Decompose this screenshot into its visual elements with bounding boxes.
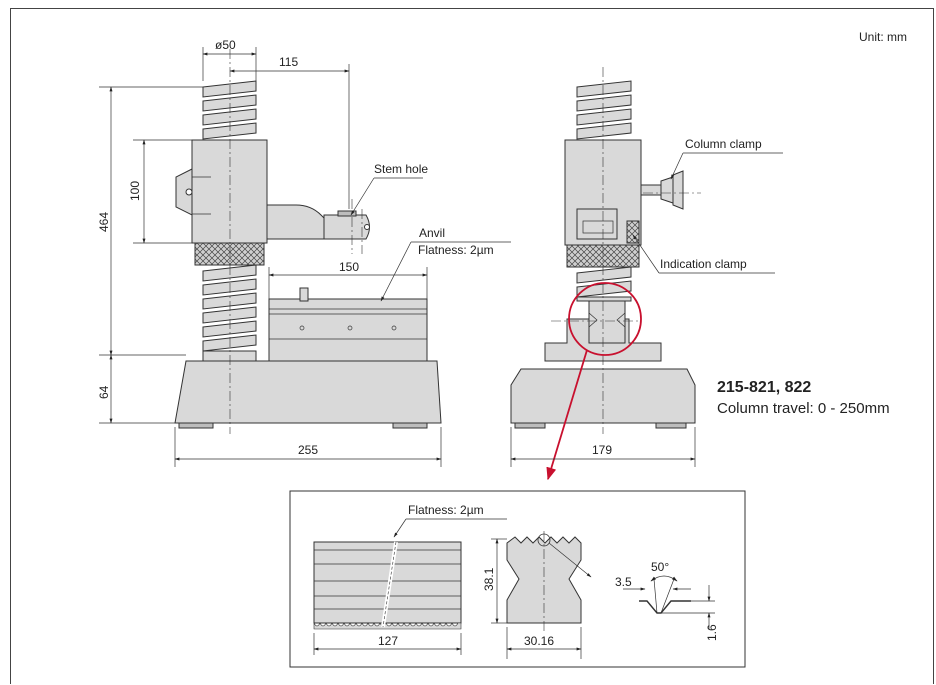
indication-window xyxy=(576,208,618,240)
unit-label: Unit: mm xyxy=(859,30,907,44)
anvil-label: Anvil xyxy=(419,226,445,240)
anvil-screw-3 xyxy=(391,325,397,331)
dim-anvil-width: 150 xyxy=(339,260,359,274)
dim-base-width: 255 xyxy=(298,443,318,457)
stem-hole-label: Stem hole xyxy=(374,162,428,176)
column-clamp-label: Column clamp xyxy=(685,137,762,151)
anvil-screw-2 xyxy=(347,325,353,331)
front-base xyxy=(174,360,442,424)
anvil-screw-1 xyxy=(299,325,305,331)
column-clamp-knob xyxy=(660,176,674,204)
indication-clamp-label: Indication clamp xyxy=(660,257,747,271)
dim-height-total: 464 xyxy=(97,212,111,232)
anvil-block xyxy=(268,298,428,362)
front-foot-left xyxy=(178,422,214,429)
detail-groove-width: 3.5 xyxy=(615,575,632,589)
stem-holder xyxy=(323,214,370,240)
model-number: 215-821, 822 xyxy=(717,379,811,396)
head-knob xyxy=(175,168,193,216)
front-view: ø50 115 464 100 64 150 255 Stem hole Anv… xyxy=(97,38,511,467)
dim-dia: ø50 xyxy=(215,38,236,52)
technical-drawing: Unit: mm xyxy=(97,30,907,668)
indication-clamp-knob xyxy=(626,220,640,244)
side-foot-left xyxy=(514,422,546,429)
anvil-stop xyxy=(299,287,309,302)
dim-side-width: 179 xyxy=(592,443,612,457)
drawing-sheet: Unit: mm xyxy=(10,8,934,684)
anvil-flatness-label: Flatness: 2µm xyxy=(418,243,494,257)
front-foot-right xyxy=(392,422,428,429)
dim-height-base: 64 xyxy=(97,385,111,399)
detail-callout-circle xyxy=(568,282,642,356)
measuring-head xyxy=(191,139,268,244)
detail-groove-depth: 1.6 xyxy=(705,624,719,641)
detail-anvil-top xyxy=(313,541,462,624)
side-view: 179 Column clamp Indication clamp xyxy=(510,67,783,481)
detail-angle: 50° xyxy=(651,560,669,574)
detail-width: 30.16 xyxy=(524,634,554,648)
side-foot-right xyxy=(655,422,687,429)
dim-height-100: 100 xyxy=(128,181,142,201)
knurled-ring xyxy=(194,242,265,266)
column-spring xyxy=(202,80,257,362)
column-travel: Column travel: 0 - 250mm xyxy=(717,400,890,417)
detail-view: 127 Flatness: 2µm 38.1 30.16 50° 3.5 1.6 xyxy=(289,490,746,668)
detail-height: 38.1 xyxy=(482,567,496,591)
detail-length: 127 xyxy=(378,634,398,648)
detail-callout-arrow xyxy=(546,349,588,481)
detail-flatness: Flatness: 2µm xyxy=(408,503,484,517)
measuring-arm xyxy=(266,204,327,240)
dim-offset: 115 xyxy=(279,55,298,69)
